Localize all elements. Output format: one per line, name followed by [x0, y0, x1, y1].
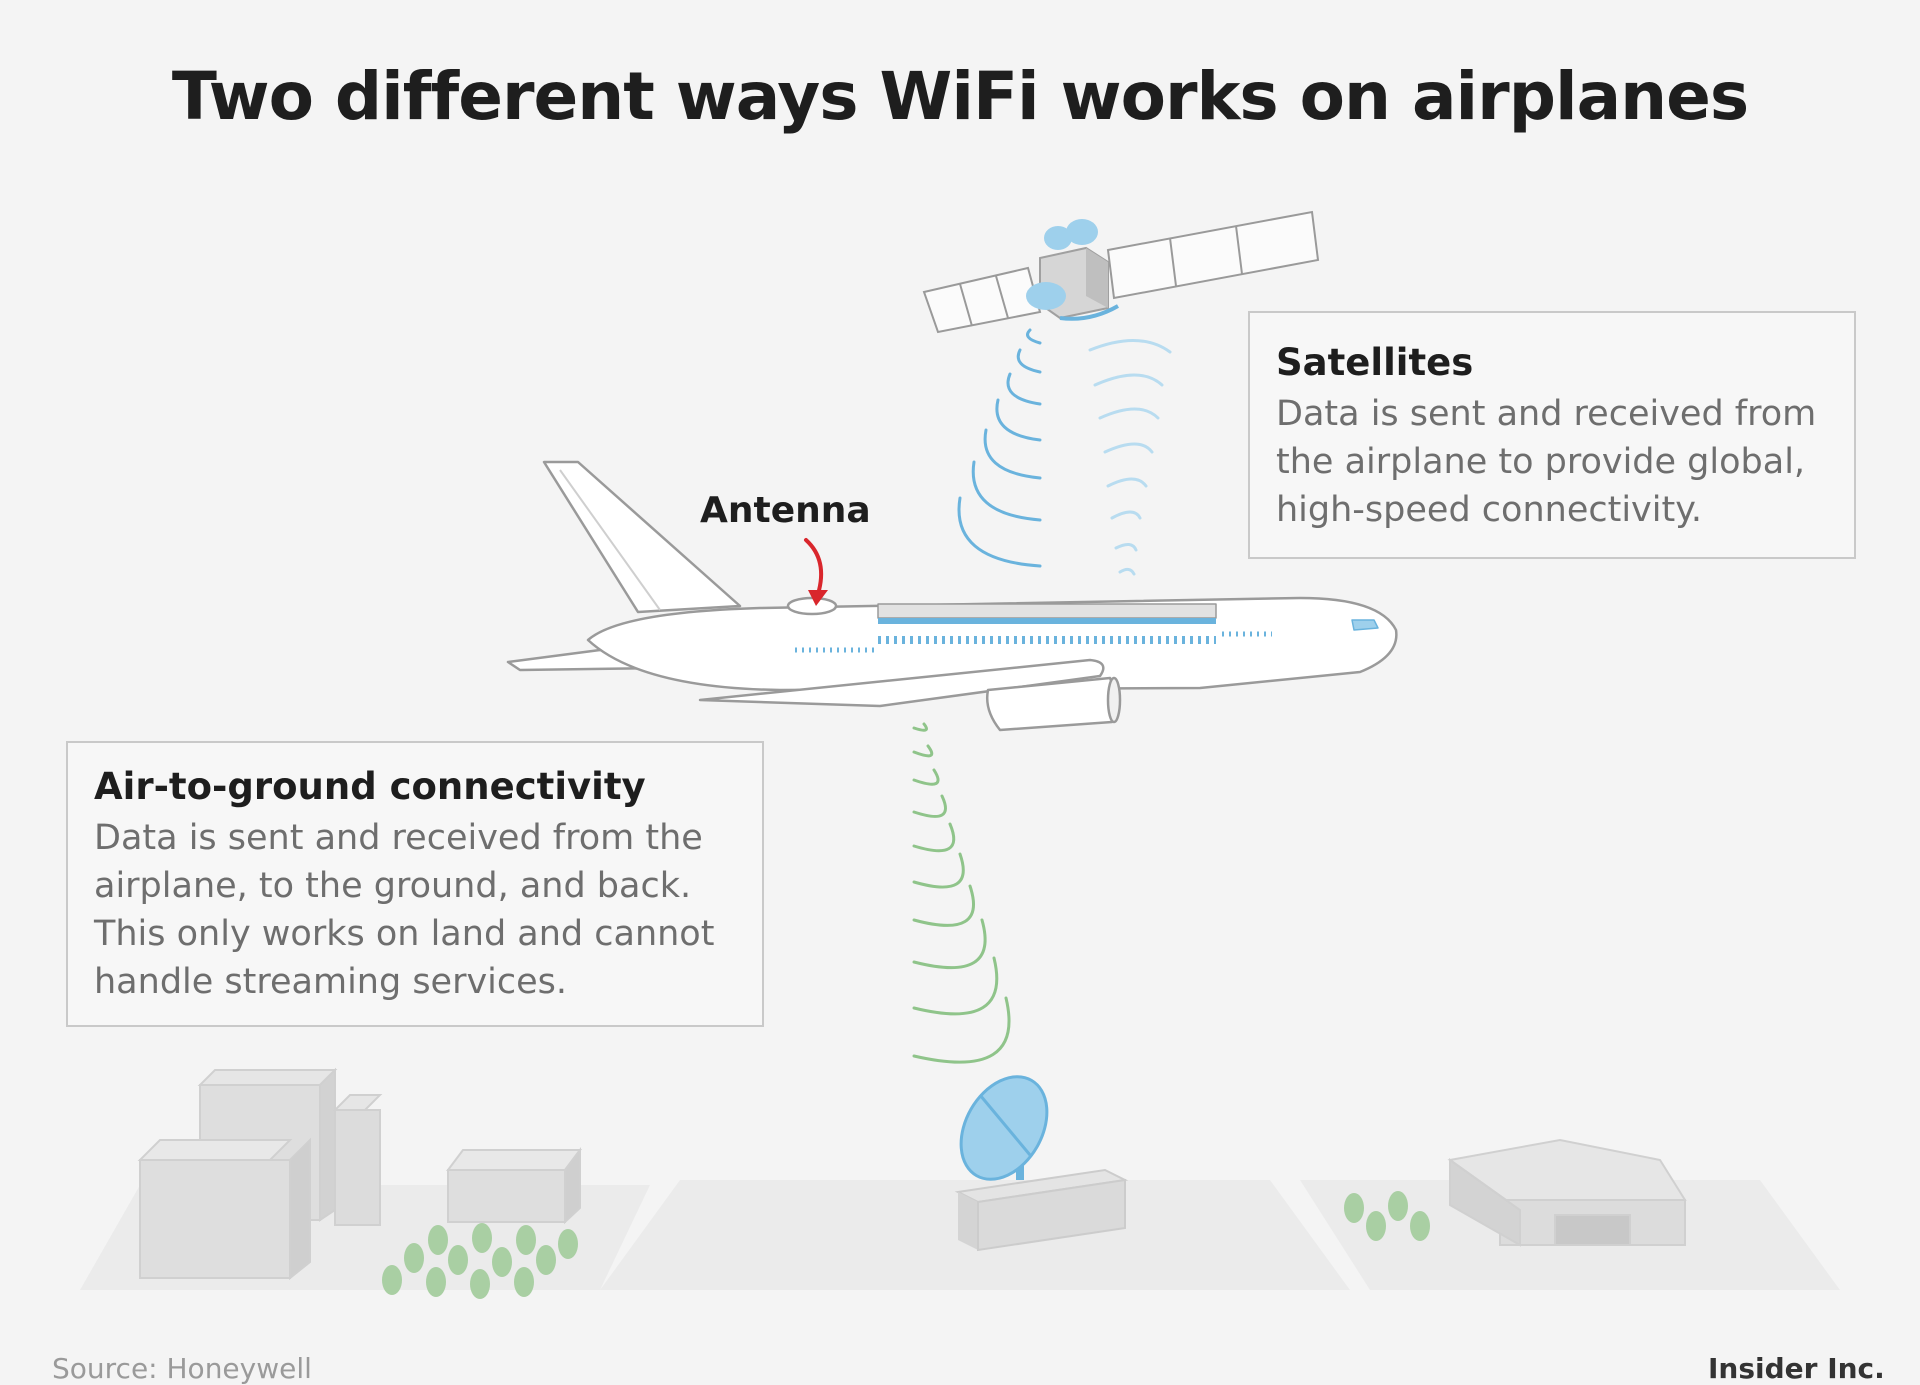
- satellites-description: Data is sent and received from the airpl…: [1276, 394, 1817, 530]
- satellites-heading: Satellites: [1276, 341, 1474, 384]
- antenna-label: Antenna: [700, 490, 871, 531]
- city-buildings: [137, 1067, 582, 1281]
- air-to-ground-callout: Air-to-ground connectivity Data is sent …: [66, 741, 764, 1027]
- antenna-arrow: [804, 538, 828, 606]
- ground-station: [954, 1075, 1129, 1252]
- satellite: [922, 210, 1320, 334]
- brand-logo: Insider Inc.: [1708, 1352, 1885, 1385]
- airplane: [506, 460, 1398, 732]
- air-to-ground-heading: Air-to-ground connectivity: [94, 765, 646, 808]
- satellite-signal-up: [1088, 339, 1172, 576]
- satellites-callout: Satellites Data is sent and received fro…: [1248, 311, 1856, 559]
- source-credit: Source: Honeywell: [52, 1352, 312, 1385]
- ground-signal: [912, 722, 1011, 1064]
- air-to-ground-description: Data is sent and received from the airpl…: [94, 818, 715, 1002]
- satellite-signal-down: [957, 328, 1042, 568]
- trees: [382, 1191, 1430, 1299]
- hangar: [1447, 1138, 1687, 1247]
- page-title: Two different ways WiFi works on airplan…: [171, 58, 1749, 135]
